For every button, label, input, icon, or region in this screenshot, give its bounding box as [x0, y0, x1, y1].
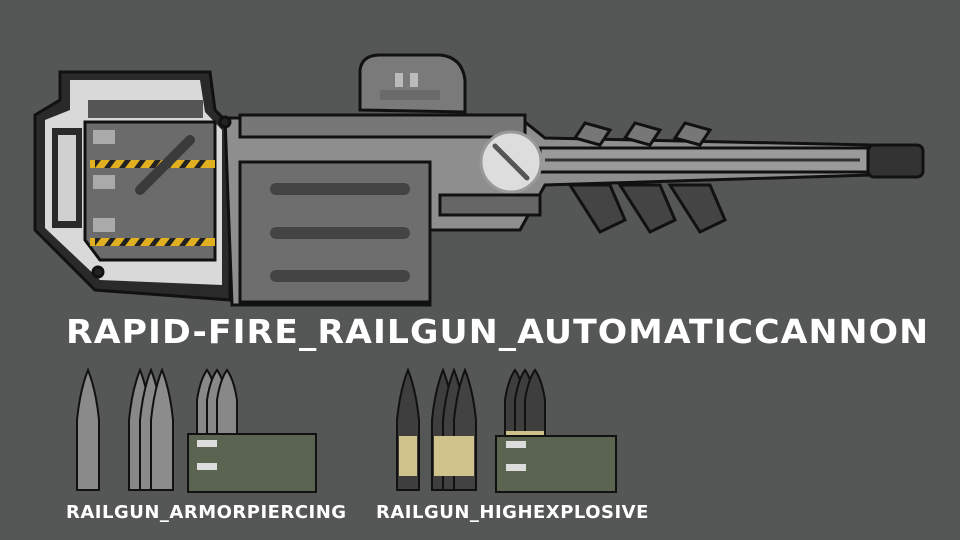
ammo-label-highexplosive: RAILGUN_HIGHEXPLOSIVE	[376, 502, 649, 523]
ammo-highexplosive-sprites	[396, 367, 617, 493]
railgun-weapon	[33, 53, 925, 307]
ammo-label-armorpiercing: RAILGUN_ARMORPIERCING	[66, 502, 347, 523]
ammo-armorpiercing-sprites	[76, 367, 317, 493]
weapon-title: RAPID-FIRE_RAILGUN_AUTOMATICCANNON	[66, 312, 930, 351]
